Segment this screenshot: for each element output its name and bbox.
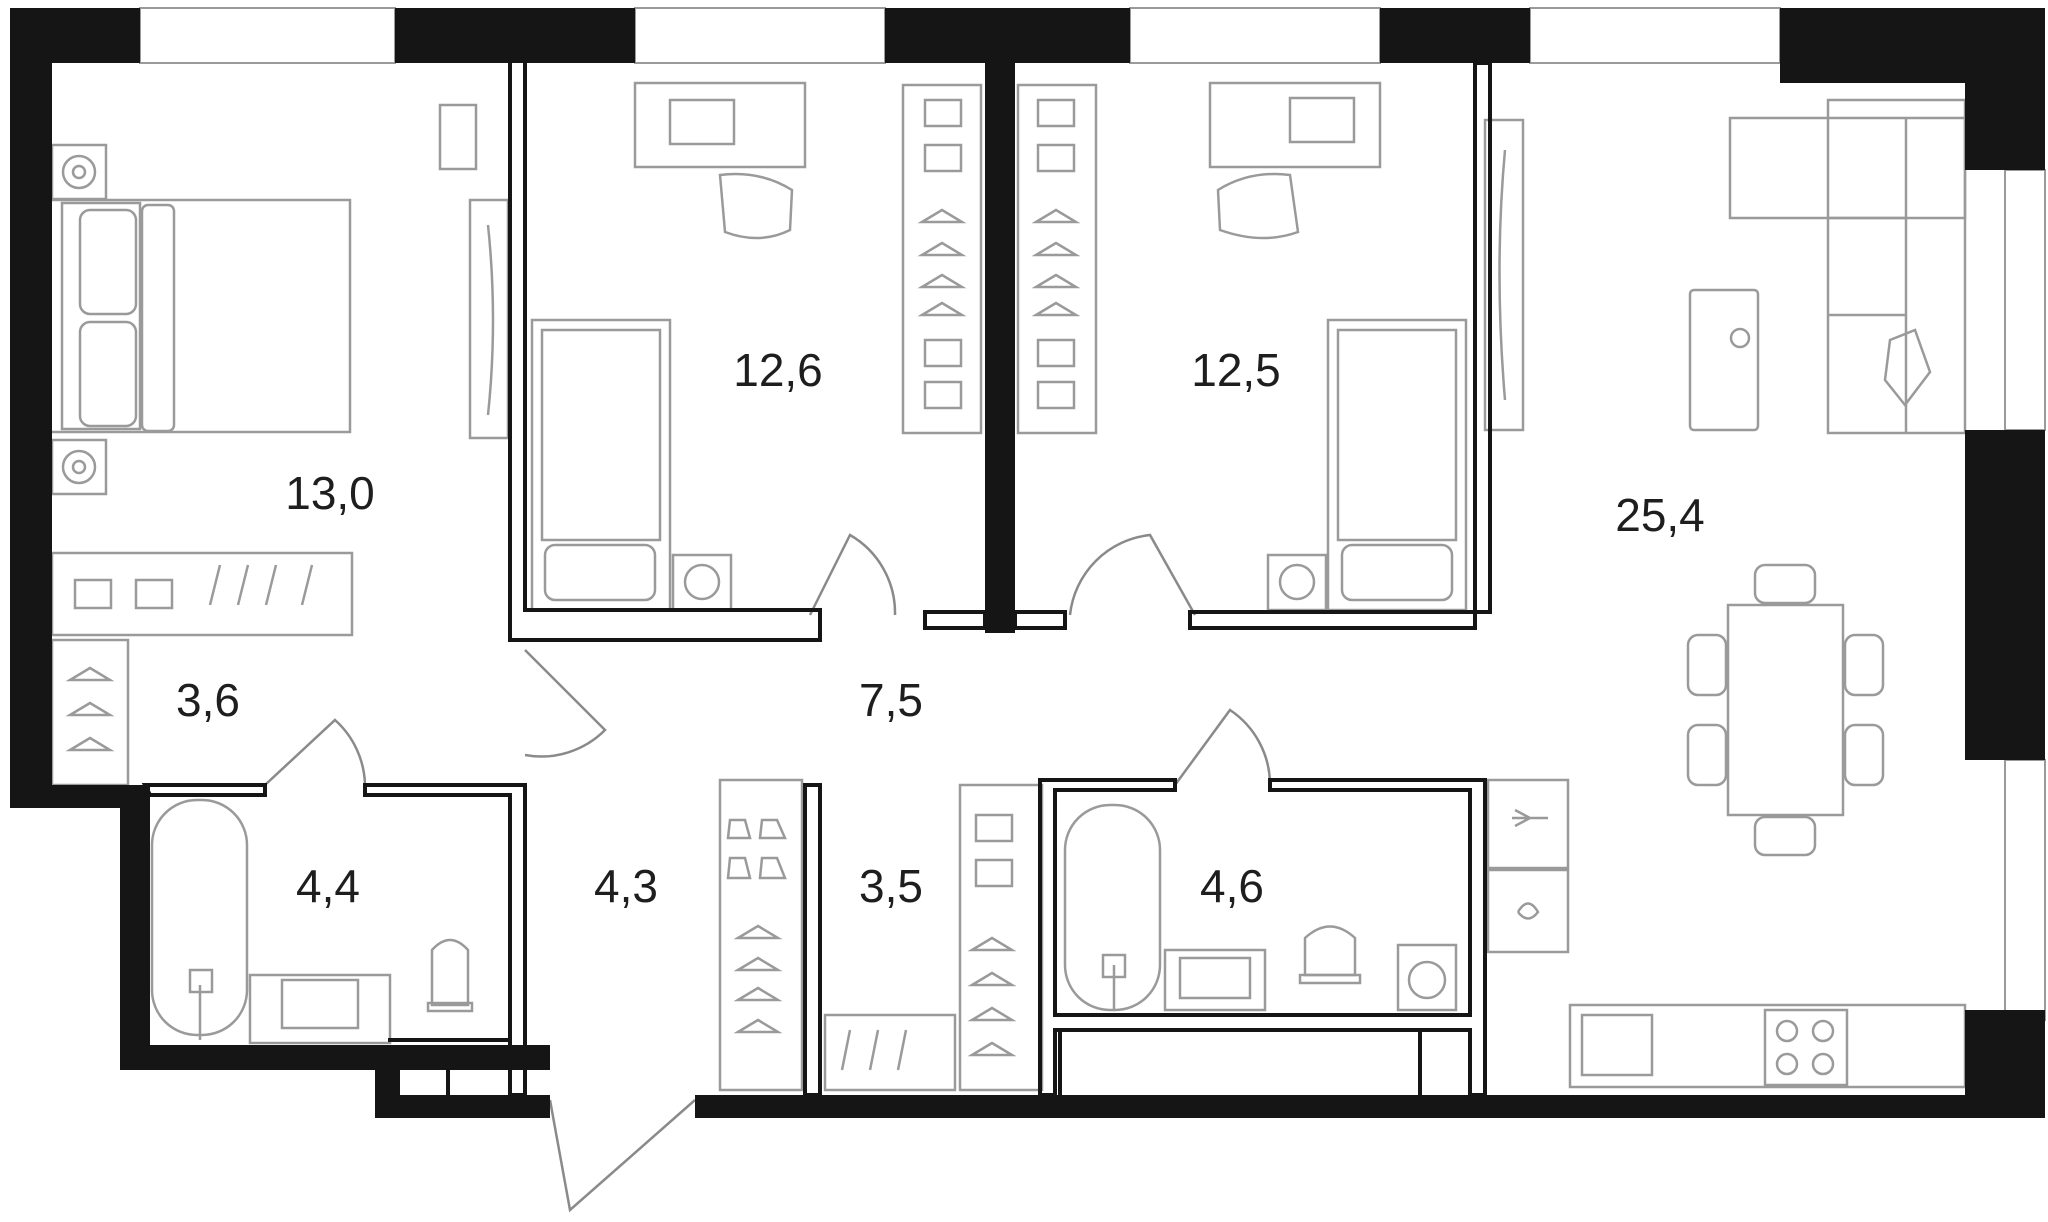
- furniture-layer: [48, 7, 2046, 1213]
- laptop-icon: [668, 98, 736, 146]
- sink-icon-1: [248, 973, 392, 1045]
- area-label-bathroom-2: 4,6: [1200, 860, 1264, 912]
- area-label-bedroom-1: 12,6: [733, 344, 823, 396]
- area-label-bedroom-2: 12,5: [1191, 344, 1281, 396]
- bed-icon: [48, 198, 352, 434]
- toilet-icon: [426, 938, 474, 1013]
- area-label-bedroom-master: 13,0: [285, 467, 375, 519]
- shoes-icon: [718, 778, 804, 1092]
- area-label-hallway: 7,5: [859, 674, 923, 726]
- toilet-icon-2: [1298, 925, 1362, 985]
- desk-icon: [633, 81, 807, 240]
- chair-icon: [718, 172, 794, 240]
- doors: [264, 533, 1272, 1213]
- area-label-wardrobe-1: 3,6: [176, 674, 240, 726]
- wardrobe-bedroom-1: [901, 83, 983, 435]
- bathtub-icon-2: [1063, 803, 1162, 1012]
- washing-machine-icon: [1396, 943, 1458, 1012]
- nightstand-icon: [50, 143, 108, 496]
- ottoman-icon: [1688, 288, 1760, 432]
- wardrobe-3-5: [823, 783, 1044, 1092]
- sink-icon: [1580, 1013, 1654, 1077]
- desk-icon-2: [1208, 81, 1382, 240]
- hanger-icon: [50, 638, 130, 787]
- windows: [139, 7, 2046, 1021]
- bed-icon-3: [1266, 318, 1468, 612]
- stove-icon: [1763, 1008, 1849, 1087]
- partitions: [141, 61, 1492, 1097]
- room-labels: 13,0 12,6 12,5 25,4 3,6 7,5 4,4 4,3 3,5 …: [176, 344, 1705, 912]
- sink-icon-2: [1163, 948, 1267, 1012]
- sofa-icon: [1728, 98, 1967, 435]
- bathtub-icon: [150, 798, 249, 1040]
- area-label-living-kitchen: 25,4: [1615, 489, 1705, 541]
- walls: [10, 8, 2045, 1118]
- bed-icon-2: [530, 318, 733, 612]
- tv-icon-2: [1483, 118, 1525, 432]
- wardrobe-bedroom-2: [1016, 83, 1098, 435]
- area-label-entrance: 4,3: [594, 860, 658, 912]
- kitchen-counter: [1486, 778, 1967, 1089]
- area-label-wardrobe-2: 3,5: [859, 860, 923, 912]
- wardrobe-master: [50, 551, 354, 637]
- area-label-bathroom-1: 4,4: [296, 860, 360, 912]
- tv-icon: [438, 103, 510, 440]
- dining-table-icon: [1686, 563, 1885, 857]
